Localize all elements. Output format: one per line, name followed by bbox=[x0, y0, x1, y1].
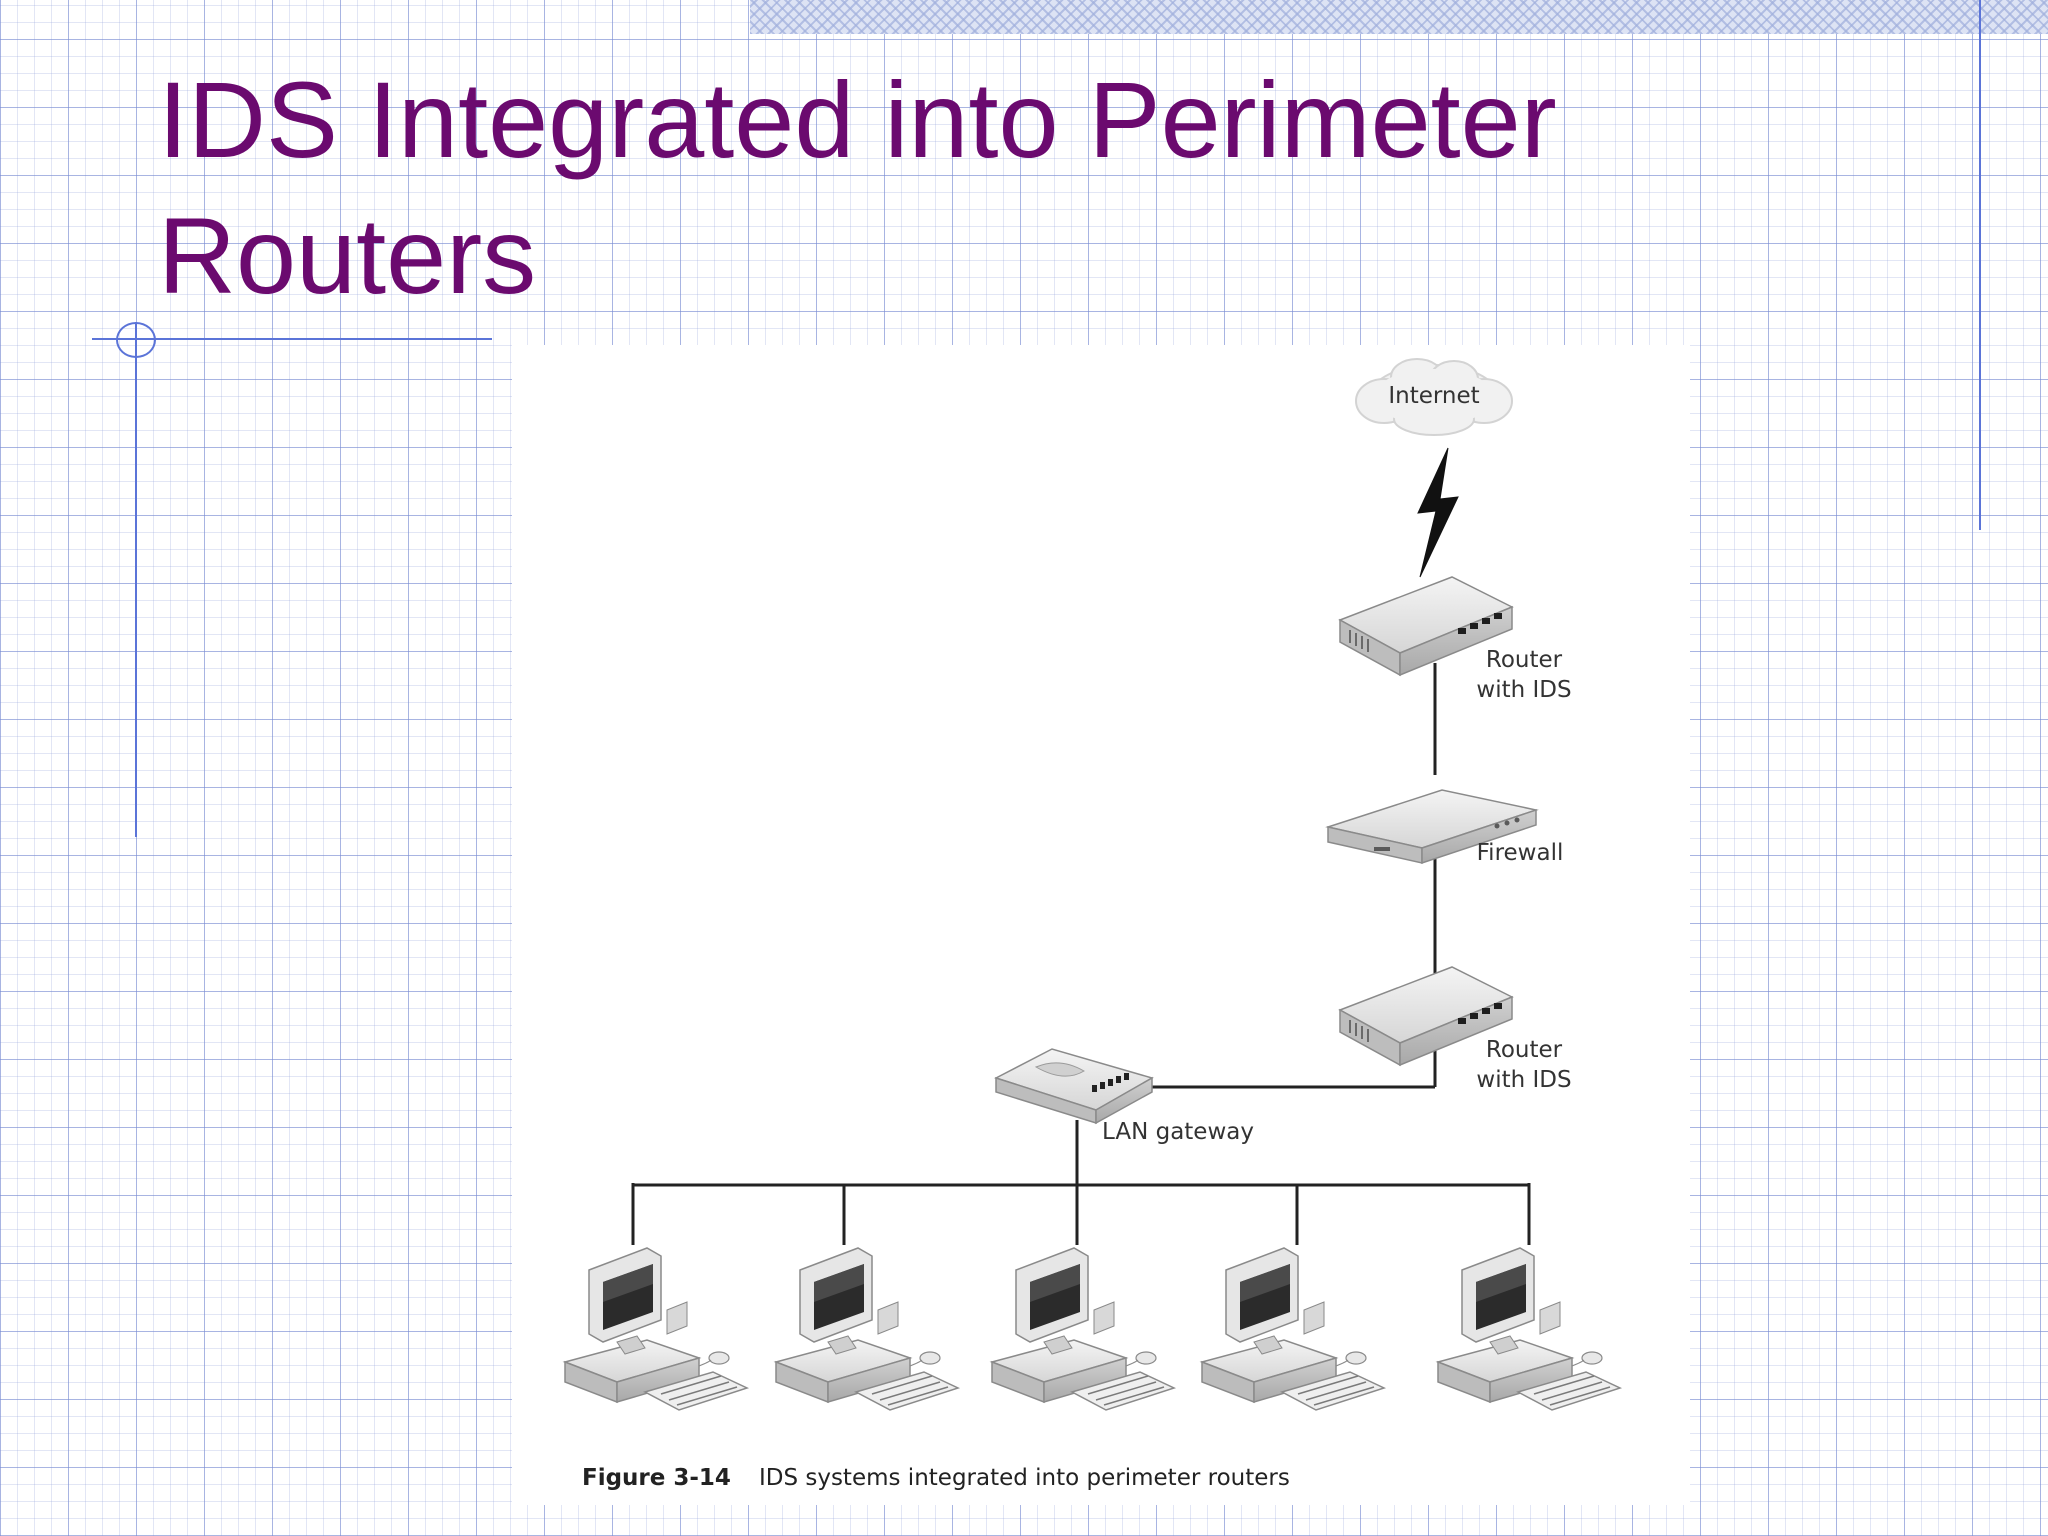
lan-gateway-icon bbox=[994, 1048, 1154, 1125]
router-bottom-label-line1: Router bbox=[1486, 1037, 1563, 1063]
router-top-label-line1: Router bbox=[1486, 647, 1563, 673]
slide-title: IDS Integrated into Perimeter Routers bbox=[158, 59, 1557, 316]
lightning-bolt-icon bbox=[1417, 447, 1459, 578]
firewall-icon bbox=[1325, 789, 1539, 865]
router-bottom-label-line2: with IDS bbox=[1476, 1067, 1571, 1093]
router-top-icon bbox=[1338, 576, 1514, 677]
workstation-icon bbox=[775, 1247, 959, 1411]
internet-cloud-icon bbox=[1355, 358, 1513, 436]
workstation-icon bbox=[1201, 1247, 1385, 1411]
network-diagram: Internet Router with IDS bbox=[512, 345, 1690, 1505]
router-bottom-icon bbox=[1338, 966, 1514, 1067]
connection-lines bbox=[631, 663, 1531, 1245]
router-top-label-line2: with IDS bbox=[1476, 677, 1571, 703]
right-accent-rule bbox=[1979, 0, 1981, 530]
figure-caption: Figure 3-14 IDS systems integrated into p… bbox=[582, 1465, 1290, 1491]
firewall-label: Firewall bbox=[1477, 840, 1564, 866]
lan-gateway-label: LAN gateway bbox=[1102, 1119, 1254, 1145]
workstation-icon bbox=[564, 1247, 748, 1411]
internet-label: Internet bbox=[1388, 383, 1479, 409]
left-accent-rule bbox=[135, 322, 137, 837]
workstation-icon bbox=[991, 1247, 1175, 1411]
workstation-icon bbox=[1437, 1247, 1621, 1411]
top-decorative-band bbox=[750, 0, 2048, 34]
figure-caption-number: Figure 3-14 bbox=[582, 1465, 731, 1491]
diagram-canvas: Internet Router with IDS bbox=[564, 358, 1621, 1411]
figure-caption-text: IDS systems integrated into perimeter ro… bbox=[758, 1465, 1290, 1491]
title-ring-ornament bbox=[116, 322, 156, 358]
title-underline-rule bbox=[92, 338, 492, 340]
